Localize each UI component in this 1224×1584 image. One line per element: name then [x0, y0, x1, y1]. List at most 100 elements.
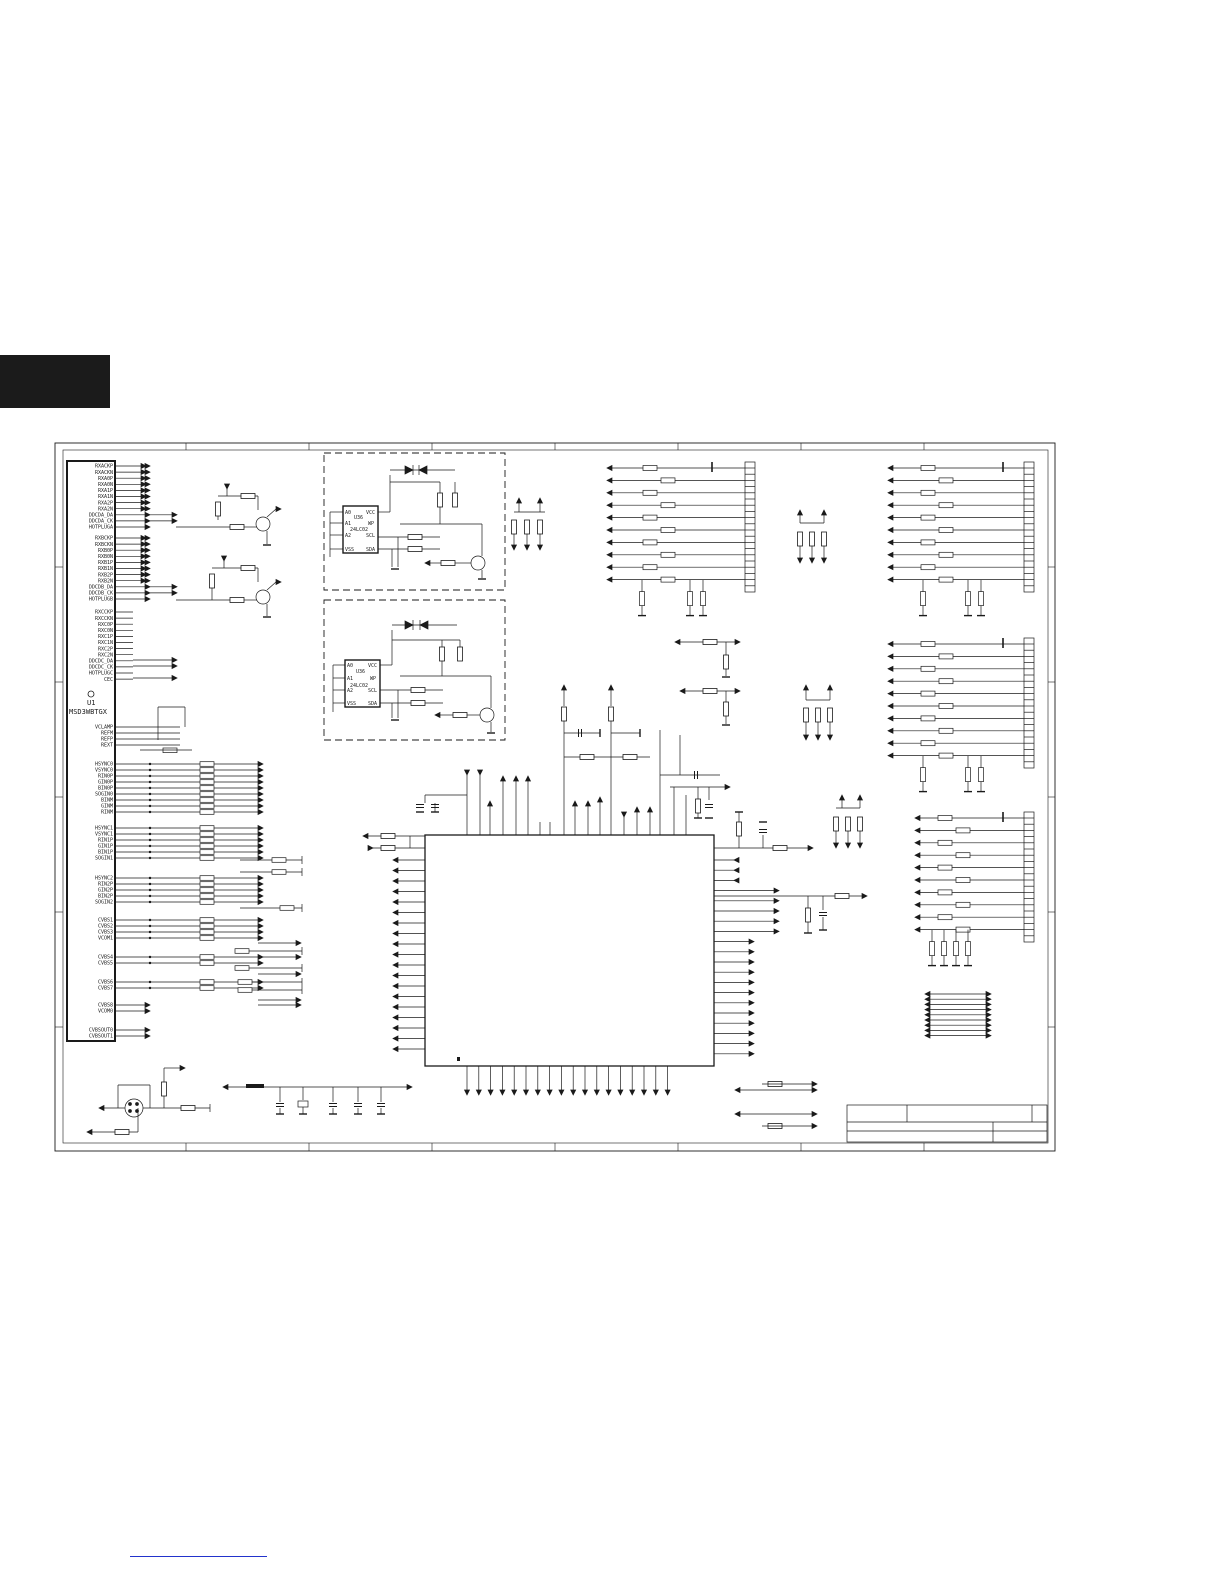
junction-dot	[148, 986, 152, 990]
series-resistor	[660, 527, 676, 533]
pullup-cluster-right	[797, 509, 863, 849]
series-resistor	[938, 502, 954, 509]
eeprom-pin-scl: SCL	[368, 688, 377, 694]
junction-dot	[148, 961, 152, 965]
signal-arrow	[748, 1010, 755, 1016]
signal-arrow	[257, 887, 264, 893]
series-resistor	[938, 727, 954, 734]
junction-dot	[148, 780, 152, 784]
pin-header	[744, 461, 756, 593]
eeprom-pin-vcc: VCC	[368, 663, 377, 669]
series-resistor	[199, 979, 215, 985]
series-resistor	[955, 901, 971, 908]
series-resistor	[199, 837, 215, 843]
signal-arrow	[392, 867, 399, 874]
signal-arrow	[617, 1089, 624, 1096]
signal-arrow	[257, 831, 264, 837]
signal-arrow	[887, 514, 894, 521]
signal-arrow	[257, 843, 264, 849]
series-resistor	[199, 779, 215, 785]
series-resistor	[199, 849, 215, 855]
signal-arrow	[171, 675, 178, 681]
connector-pin-label: RXC0P	[98, 622, 113, 628]
series-resistor	[234, 965, 250, 971]
eeprom-upper-designator: U36	[354, 515, 363, 521]
junction-dot	[148, 838, 152, 842]
eeprom-block-upper: U36 24LC02 A0 A1 A2 VSS VCC WP SCL SDA	[323, 452, 506, 591]
connector-pin-label: RXB0N	[98, 554, 113, 560]
signal-arrow	[985, 996, 992, 1003]
connector-pin-label: CVBS6	[98, 980, 113, 986]
pulldown-resistor	[953, 941, 959, 956]
series-resistor	[199, 923, 215, 929]
connector-pin-label: RXA0N	[98, 482, 113, 488]
signal-arrow	[887, 477, 894, 484]
signal-arrow	[257, 929, 264, 935]
junction-dot	[148, 762, 152, 766]
hotplug-circuit-b	[176, 555, 282, 618]
signal-arrow	[392, 909, 399, 916]
signal-arrow	[593, 1089, 600, 1096]
power-rail-bottom	[222, 1084, 413, 1115]
junction-dot	[148, 900, 152, 904]
connector-pin-label: DDCDB_DA	[89, 585, 113, 591]
series-resistor	[199, 929, 215, 935]
signal-arrow	[171, 589, 178, 596]
series-resistor	[660, 502, 676, 509]
connector-pin-label: RXCCKP	[95, 610, 113, 616]
eeprom-pin-sda: SDA	[366, 547, 375, 553]
junction-dot	[148, 786, 152, 790]
footer-link-rule	[130, 1556, 267, 1557]
connector-pin-label: CVBS4	[98, 955, 113, 961]
series-resistor	[199, 917, 215, 923]
signal-arrow	[773, 887, 780, 894]
signal-arrow	[257, 849, 264, 855]
signal-arrow	[924, 1032, 931, 1039]
signal-arrow	[257, 803, 264, 809]
signal-arrow	[257, 825, 264, 831]
signal-arrow	[171, 511, 178, 518]
series-resistor	[642, 514, 658, 521]
series-resistor	[920, 715, 936, 722]
signal-arrow	[887, 752, 894, 759]
eeprom-upper-part: 24LC02	[350, 527, 368, 533]
signal-arrow	[773, 908, 780, 914]
pulldown-resistor	[965, 767, 971, 782]
connector-pin-label: HOTPLUGB	[89, 597, 113, 603]
signal-arrow	[924, 1006, 931, 1013]
signal-arrow	[733, 867, 740, 874]
series-resistor	[955, 852, 971, 859]
series-resistor	[660, 551, 676, 558]
signal-arrow	[914, 926, 921, 933]
connector-pin-label: RXBCKP	[95, 536, 113, 542]
signal-arrow	[392, 972, 399, 979]
signal-arrow	[887, 690, 894, 697]
series-resistor	[234, 948, 250, 954]
series-resistor	[271, 857, 287, 863]
signal-arrow	[392, 899, 399, 905]
signal-arrow	[985, 991, 992, 997]
eeprom-pin-a1: A1	[347, 676, 353, 682]
series-resistor	[199, 785, 215, 791]
signal-arrow	[295, 940, 302, 946]
signal-arrow	[664, 1089, 671, 1096]
crystal-oscillator	[86, 1065, 211, 1135]
junction-dot	[148, 810, 152, 814]
series-resistor	[938, 678, 954, 685]
connector-pin-label: REFM	[101, 731, 113, 737]
junction-dot	[148, 792, 152, 796]
junction-dot	[148, 832, 152, 836]
signal-arrow	[733, 877, 740, 884]
signal-arrow	[914, 901, 921, 908]
signal-arrow	[924, 1011, 931, 1018]
series-resistor	[955, 877, 971, 883]
signal-arrow	[924, 1001, 931, 1008]
connector-pin-label: DDCDB_CK	[89, 591, 113, 597]
connector-pin-label: RXACKP	[95, 464, 113, 470]
signal-arrow	[606, 564, 613, 571]
signal-arrow	[887, 653, 894, 660]
series-resistor	[920, 740, 936, 747]
eeprom-pin-wp: WP	[370, 676, 376, 682]
signal-arrow	[924, 991, 931, 997]
